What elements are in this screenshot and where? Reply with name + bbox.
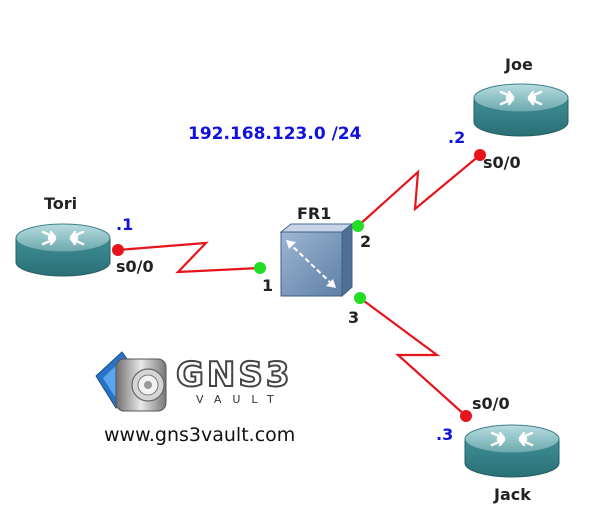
router-jack-ip: .3 [436, 425, 454, 444]
link-joe-fr1 [357, 154, 481, 227]
logo-sub: VAULT [196, 393, 285, 406]
gns3-vault-logo-icon [95, 351, 167, 412]
switch-port-2-label: 2 [360, 232, 372, 251]
router-jack-interface: s0/0 [472, 394, 510, 413]
endpoint-fr1-port-2 [352, 220, 364, 232]
router-tori-name: Tori [44, 194, 78, 213]
router-joe-ip: .2 [448, 128, 466, 147]
logo-url: www.gns3vault.com [104, 424, 296, 446]
network-label: 192.168.123.0 /24 [188, 124, 362, 144]
link-jack-fr1 [359, 297, 467, 417]
router-jack-icon[interactable] [464, 424, 560, 478]
switch-port-3-label: 3 [348, 308, 360, 327]
endpoint-fr1-port-3 [354, 292, 366, 304]
router-tori-ip: .1 [116, 215, 134, 234]
router-joe-icon[interactable] [473, 83, 569, 137]
endpoint-jack-s0-0 [460, 410, 472, 422]
router-jack-name: Jack [494, 485, 531, 504]
router-tori-icon[interactable] [15, 223, 111, 277]
endpoint-tori-s0-0 [112, 244, 124, 256]
link-tori-fr1 [117, 241, 261, 274]
endpoint-fr1-port-1 [254, 262, 266, 274]
router-joe-name: Joe [505, 55, 533, 74]
endpoint-joe-s0-0 [474, 149, 486, 161]
router-tori-interface: s0/0 [116, 257, 154, 276]
router-joe-interface: s0/0 [483, 153, 521, 172]
switch-port-1-label: 1 [262, 276, 274, 295]
switch-name-label: FR1 [297, 204, 332, 223]
logo-brand: GNS3 [175, 354, 293, 396]
frame-relay-switch-icon[interactable] [279, 222, 354, 298]
